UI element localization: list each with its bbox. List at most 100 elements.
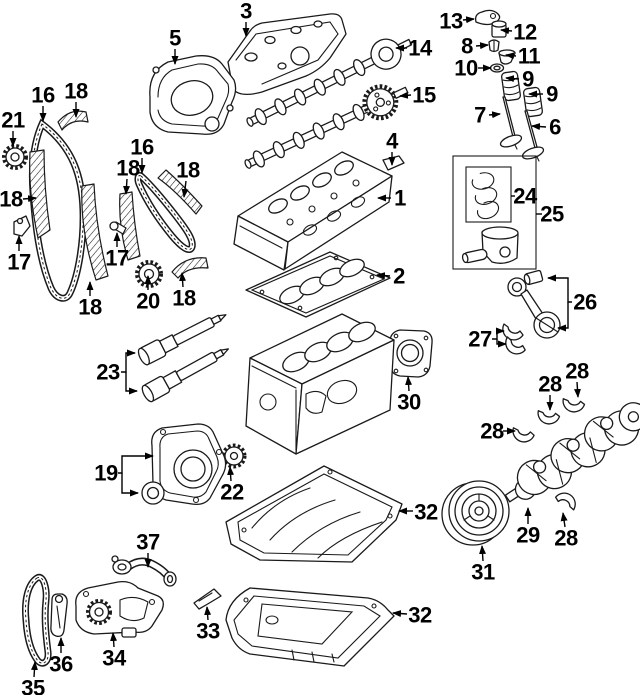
callout-label-11-18: 11 xyxy=(518,44,541,69)
connecting-rod xyxy=(507,277,561,339)
thrust-bearing xyxy=(554,491,577,511)
upper-oil-pan xyxy=(225,465,403,563)
timing-cover-upper xyxy=(149,55,237,135)
callout-label-18-13: 18 xyxy=(172,286,196,311)
leader-line-28-41-0 xyxy=(560,512,568,528)
callout-label-30-33: 30 xyxy=(397,390,421,415)
callout-label-20-12: 20 xyxy=(136,289,160,314)
oil-pickup-tube xyxy=(111,555,177,587)
callout-label-13-14: 13 xyxy=(439,9,463,34)
leader-line-35-47-0 xyxy=(30,661,38,678)
main-bearing-shell-1 xyxy=(511,423,536,445)
leader-line-13-14-0 xyxy=(462,16,475,24)
callout-label-31-42: 31 xyxy=(471,560,495,585)
callout-label-3-0: 3 xyxy=(240,0,252,24)
callout-label-9-21: 9 xyxy=(546,82,558,107)
head-dowel xyxy=(382,155,405,171)
callout-label-2-29: 2 xyxy=(393,264,405,289)
crank-sprocket xyxy=(221,443,247,469)
callout-label-32-48: 32 xyxy=(408,603,432,628)
callout-label-28-41: 28 xyxy=(554,526,578,551)
callout-label-17-10: 17 xyxy=(105,246,129,271)
callout-label-25-28: 25 xyxy=(540,202,564,227)
head-gasket xyxy=(245,251,391,318)
leader-line-27-31-0 xyxy=(492,327,505,340)
leader-line-8-16-0 xyxy=(475,42,489,50)
balance-shaft-2 xyxy=(141,348,229,403)
leader-line-28-35-0 xyxy=(573,381,581,398)
callout-label-18-11: 18 xyxy=(78,295,102,320)
piston xyxy=(481,226,519,264)
callout-label-35-47: 35 xyxy=(21,676,45,695)
leader-line-33-44-0 xyxy=(204,606,212,621)
spring-retainer xyxy=(498,49,516,65)
camshaft-15 xyxy=(244,84,409,169)
valve-keeper xyxy=(488,39,500,53)
oil-pump xyxy=(75,580,164,638)
rear-main-seal xyxy=(389,329,433,378)
chain-guide-diagonal xyxy=(157,169,203,215)
callout-label-9-20: 9 xyxy=(522,67,534,92)
balance-shaft-1 xyxy=(137,314,227,366)
front-crank-seal xyxy=(141,481,165,505)
leader-line-32-48-0 xyxy=(392,610,408,618)
callout-label-14-17: 14 xyxy=(408,36,433,61)
leader-line-18-13-0 xyxy=(179,272,187,288)
callout-label-6-24: 6 xyxy=(549,115,561,140)
front-timing-cover xyxy=(151,423,227,506)
main-bearing-shell-2 xyxy=(536,405,562,428)
callout-label-21-4: 21 xyxy=(1,108,25,133)
callout-label-16-5: 16 xyxy=(130,135,154,160)
chain-guide-top xyxy=(57,110,89,131)
oil-pump-chain xyxy=(22,573,52,667)
callout-label-34-45: 34 xyxy=(102,646,127,671)
ring-set-box xyxy=(465,166,512,223)
parts-layer xyxy=(2,9,640,667)
callout-label-36-46: 36 xyxy=(49,652,73,677)
callout-label-8-16: 8 xyxy=(461,34,473,59)
leader-line-30-33-0 xyxy=(405,376,413,392)
chain-tensioner-bolt xyxy=(109,221,127,235)
leader-line-15-22-0 xyxy=(399,91,412,99)
callout-label-4-25: 4 xyxy=(386,129,399,154)
callout-label-33-44: 33 xyxy=(196,619,220,644)
piston-kit-box xyxy=(452,155,537,270)
valve-cover xyxy=(227,13,347,96)
callout-label-18-7: 18 xyxy=(176,158,200,183)
callout-label-28-34: 28 xyxy=(538,372,562,397)
callout-label-15-22: 15 xyxy=(412,83,436,108)
chain-guide-left-rail xyxy=(29,149,51,239)
leader-line-22-38-0 xyxy=(227,466,235,482)
rocker-arm xyxy=(474,9,501,26)
leader-line-23-32-0 xyxy=(121,349,136,373)
callout-label-10-19: 10 xyxy=(454,56,478,81)
callout-label-28-36: 28 xyxy=(480,419,504,444)
sprocket-21 xyxy=(2,144,28,170)
callout-label-22-38: 22 xyxy=(220,480,244,505)
leader-line-11-18-0 xyxy=(505,52,517,60)
pump-chain-tensioner xyxy=(50,593,68,638)
leader-line-34-45-0 xyxy=(110,632,118,648)
valve-exhaust xyxy=(521,110,545,162)
cylinder-head xyxy=(233,151,393,271)
leader-line-9-20-0 xyxy=(505,75,520,83)
crankshaft xyxy=(504,402,640,503)
leader-line-7-23-0 xyxy=(488,111,501,119)
leader-line-31-42-0 xyxy=(479,545,487,562)
leader-line-18-7-0 xyxy=(181,180,189,198)
wrist-pin xyxy=(461,248,488,264)
leader-line-19-37-1 xyxy=(121,473,139,497)
leader-line-19-37-0 xyxy=(118,452,154,474)
callout-label-28-35: 28 xyxy=(565,359,589,384)
callout-label-24-27: 24 xyxy=(513,184,538,209)
timing-chain-center xyxy=(134,172,196,253)
callout-label-26-30: 26 xyxy=(573,290,597,315)
callout-label-12-15: 12 xyxy=(513,20,537,45)
valve-lifter xyxy=(491,20,507,38)
callout-label-29-40: 29 xyxy=(516,523,540,548)
callout-label-16-2: 16 xyxy=(31,83,55,108)
leader-line-2-29-0 xyxy=(376,272,391,280)
leader-line-18-6-0 xyxy=(123,178,131,195)
